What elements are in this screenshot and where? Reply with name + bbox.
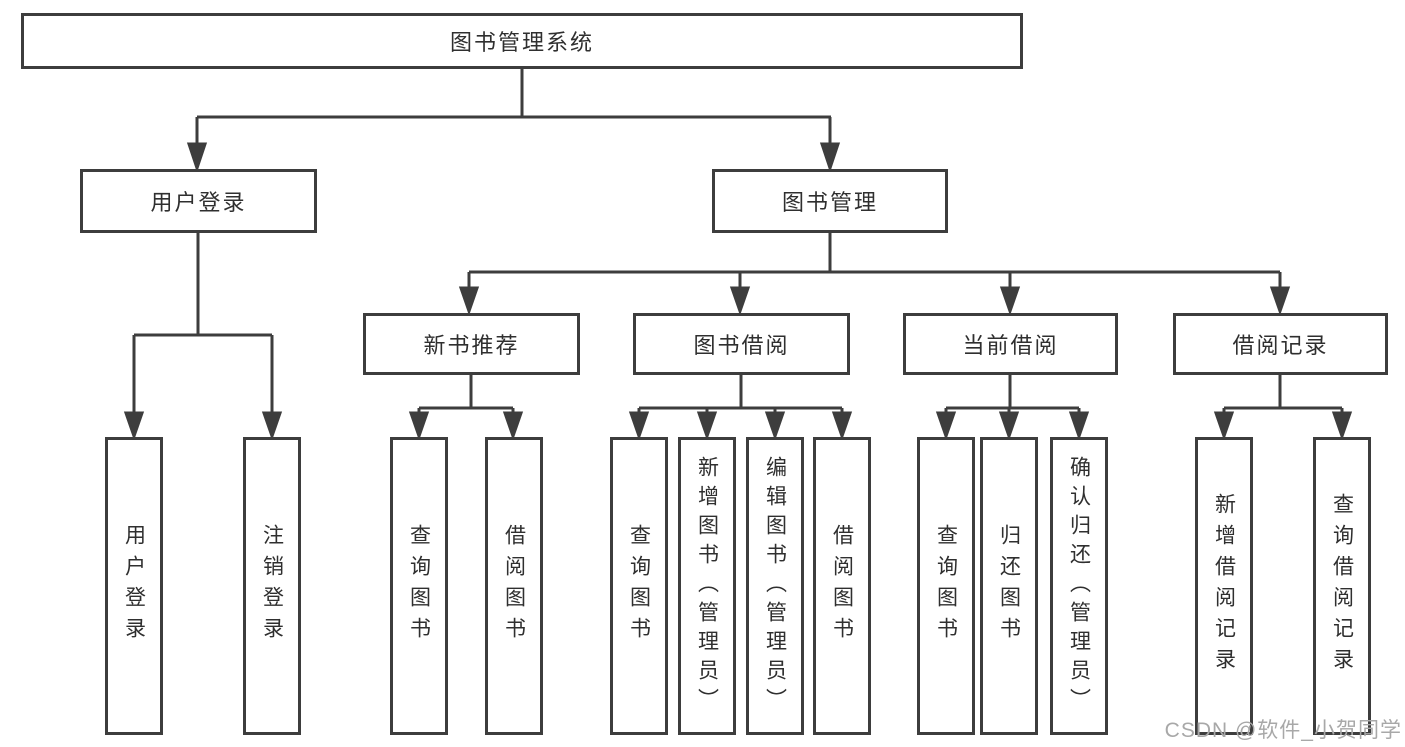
arrow-down-icon [998,411,1020,441]
leaf-label: 编辑图书（管理员） [763,455,787,717]
node-new-book-recommend-label: 新书推荐 [423,333,520,358]
leaf-query-books-3: 查询图书 [917,437,975,735]
leaf-query-books-1: 查询图书 [390,437,448,735]
arrow-down-icon [408,411,430,441]
leaf-label: 查询图书 [407,524,431,648]
arrow-down-icon [696,411,718,441]
leaf-edit-books-admin: 编辑图书（管理员） [746,437,804,735]
arrow-down-icon [1213,411,1235,441]
leaf-label: 归还图书 [997,524,1021,648]
leaf-user-login: 用户登录 [105,437,163,735]
connector-root-to-level2 [186,69,841,173]
leaf-label: 借阅图书 [502,524,526,648]
arrow-down-icon [819,142,841,173]
node-book-management: 图书管理 [712,169,948,233]
arrow-down-icon [1068,411,1090,441]
node-root-label: 图书管理系统 [449,30,594,55]
arrow-down-icon [1331,411,1353,441]
arrow-down-icon [261,411,283,441]
connector-borrow-rec-children [1213,375,1353,441]
arrow-down-icon [831,411,853,441]
leaf-query-borrow-record: 查询借阅记录 [1313,437,1371,735]
connector-user-login-children [123,233,283,441]
arrow-down-icon [458,286,480,316]
arrow-down-icon [502,411,524,441]
node-current-borrowing-label: 当前借阅 [962,333,1059,358]
leaf-label: 查询图书 [934,524,958,648]
node-current-borrowing: 当前借阅 [903,313,1118,375]
leaf-borrow-books-1: 借阅图书 [485,437,543,735]
node-borrowing-records: 借阅记录 [1173,313,1388,375]
leaf-label: 借阅图书 [830,524,854,648]
arrow-down-icon [999,286,1021,316]
node-book-management-label: 图书管理 [781,190,878,215]
node-user-login-label: 用户登录 [150,190,247,215]
leaf-label: 注销登录 [260,524,284,648]
node-new-book-recommend: 新书推荐 [363,313,580,375]
arrow-down-icon [764,411,786,441]
leaf-label: 新增图书（管理员） [695,455,719,717]
arrow-down-icon [123,411,145,441]
connector-book-borrow-children [628,375,853,441]
leaf-label: 查询借阅记录 [1330,493,1354,679]
leaf-add-books-admin: 新增图书（管理员） [678,437,736,735]
arrow-down-icon [729,286,751,316]
node-book-borrowing: 图书借阅 [633,313,850,375]
leaf-return-books: 归还图书 [980,437,1038,735]
node-book-borrowing-label: 图书借阅 [693,333,790,358]
leaf-label: 用户登录 [122,524,146,648]
leaf-borrow-books-2: 借阅图书 [813,437,871,735]
connector-book-mgmt-children [458,233,1291,316]
leaf-logout: 注销登录 [243,437,301,735]
csdn-watermark: CSDN @软件_小贺同学 [1164,719,1402,742]
leaf-label: 新增借阅记录 [1212,493,1236,679]
node-borrowing-records-label: 借阅记录 [1232,333,1329,358]
arrow-down-icon [935,411,957,441]
node-user-login: 用户登录 [80,169,317,233]
leaf-label: 确认归还（管理员） [1067,455,1091,717]
arrow-down-icon [628,411,650,441]
arrow-down-icon [186,142,208,173]
arrow-down-icon [1269,286,1291,316]
leaf-label: 查询图书 [627,524,651,648]
connector-cur-borrow-children [935,375,1090,441]
node-root: 图书管理系统 [21,13,1023,69]
leaf-confirm-return-admin: 确认归还（管理员） [1050,437,1108,735]
connector-new-rec-children [408,375,524,441]
leaf-add-borrow-record: 新增借阅记录 [1195,437,1253,735]
leaf-query-books-2: 查询图书 [610,437,668,735]
